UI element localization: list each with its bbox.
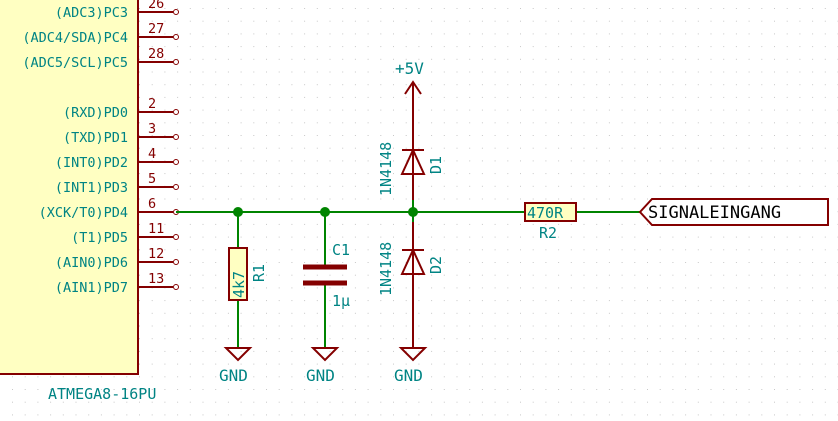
ic-pin-end (173, 259, 179, 265)
ic-pin-name: (ADC5/SCL)PC5 (22, 55, 128, 71)
net-label-signaleingang[interactable]: SIGNALEINGANG (638, 198, 829, 226)
ic-pin[interactable]: (ADC4/SDA)PC4 27 (22, 21, 179, 46)
gnd-d2-triangle (398, 347, 428, 362)
diode-d1[interactable]: 1N4148 D1 (377, 84, 445, 200)
ic-pin[interactable]: (ADC5/SCL)PC5 28 (22, 46, 179, 71)
power-5v-symbol[interactable]: +5V (395, 59, 424, 96)
ic-pin-number: 4 (148, 146, 156, 162)
d1-value: 1N4148 (377, 142, 395, 196)
gnd-c1-label: GND (306, 366, 335, 385)
r2-ref: R2 (539, 224, 557, 242)
gnd-symbol-d2[interactable]: GND (394, 347, 428, 385)
vcc-label: +5V (395, 59, 424, 78)
diode-d2[interactable]: 1N4148 D2 (377, 222, 445, 348)
ic-pin[interactable]: (T1)PD5 11 (71, 221, 179, 246)
ic-pin-number: 11 (148, 221, 164, 237)
ic-pin-name: (RXD)PD0 (63, 105, 128, 121)
ic-pin-number: 26 (148, 0, 164, 12)
d2-triangle (400, 247, 426, 275)
net-pd4 (176, 200, 640, 348)
gnd-symbol-r1[interactable]: GND (219, 347, 253, 385)
ic-pins: (ADC3)PC326(ADC4/SDA)PC427(ADC5/SCL)PC52… (22, 0, 179, 296)
r1-value: 4k7 (230, 271, 248, 298)
junction-r1 (233, 207, 243, 217)
ic-pin-name: (ADC4/SDA)PC4 (22, 30, 128, 46)
ic-pin[interactable]: (RXD)PD0 2 (63, 96, 179, 121)
ic-pin-number: 28 (148, 46, 164, 62)
ic-pin[interactable]: (INT0)PD2 4 (55, 146, 179, 171)
ic-atmega8[interactable]: (ADC3)PC326(ADC4/SDA)PC427(ADC5/SCL)PC52… (0, 0, 179, 403)
ic-pin-name: (AIN0)PD6 (55, 255, 128, 271)
ic-pin[interactable]: (AIN1)PD7 13 (55, 271, 179, 296)
ic-pin-end (173, 234, 179, 240)
ic-pin-name: (T1)PD5 (71, 230, 128, 246)
c1-value: 1µ (332, 292, 350, 310)
ic-pin-end (173, 134, 179, 140)
r2-body (524, 202, 577, 222)
ic-pin-end (173, 109, 179, 115)
ic-pin-number: 3 (148, 121, 156, 137)
resistor-r1[interactable]: 4k7 R1 (228, 247, 268, 301)
ic-pin-end (173, 159, 179, 165)
ic-pin-end (173, 34, 179, 40)
ic-pin-name: (XCK/T0)PD4 (39, 205, 128, 221)
resistor-r2[interactable]: 470R R2 (524, 202, 577, 242)
r2-value: 470R (527, 204, 564, 222)
junction-diodes (408, 207, 418, 217)
ic-pin[interactable]: (XCK/T0)PD4 6 (39, 196, 179, 221)
d1-triangle (400, 147, 426, 175)
d2-value: 1N4148 (377, 242, 395, 296)
ic-body (0, 0, 139, 375)
r1-ref: R1 (250, 264, 268, 282)
ic-pin-number: 12 (148, 246, 164, 262)
ic-pin-name: (ADC3)PC3 (55, 5, 128, 21)
ic-pin-number: 2 (148, 96, 156, 112)
junction-c1 (320, 207, 330, 217)
net-label-outline (638, 198, 829, 226)
gnd-r1-label: GND (219, 366, 248, 385)
ic-pin-end (173, 59, 179, 65)
d2-ref: D2 (427, 256, 445, 274)
ic-pin-name: (TXD)PD1 (63, 130, 128, 146)
ic-pin[interactable]: (ADC3)PC3 26 (55, 0, 179, 21)
ic-pin-name: (INT0)PD2 (55, 155, 128, 171)
gnd-symbol-c1[interactable]: GND (306, 347, 340, 385)
gnd-r1-triangle (223, 347, 253, 362)
ic-pin-end (173, 284, 179, 290)
net-label-text: SIGNALEINGANG (648, 203, 781, 223)
capacitor-c1[interactable]: C1 1µ (303, 241, 350, 310)
ic-pin[interactable]: (TXD)PD1 3 (63, 121, 179, 146)
ic-name: ATMEGA8-16PU (48, 385, 156, 403)
ic-pin-name: (INT1)PD3 (55, 180, 128, 196)
r1-body (228, 247, 248, 301)
ic-pin[interactable]: (INT1)PD3 5 (55, 171, 179, 196)
ic-pin-number: 13 (148, 271, 164, 287)
ic-pin-number: 5 (148, 171, 156, 187)
ic-pin[interactable]: (AIN0)PD6 12 (55, 246, 179, 271)
ic-pin-name: (AIN1)PD7 (55, 280, 128, 296)
gnd-d2-label: GND (394, 366, 423, 385)
gnd-c1-triangle (310, 347, 340, 362)
ic-pin-number: 27 (148, 21, 164, 37)
ic-pin-end (173, 9, 179, 15)
ic-pin-end (173, 184, 179, 190)
c1-ref: C1 (332, 241, 350, 259)
d1-ref: D1 (427, 156, 445, 174)
ic-pin-number: 6 (148, 196, 156, 212)
